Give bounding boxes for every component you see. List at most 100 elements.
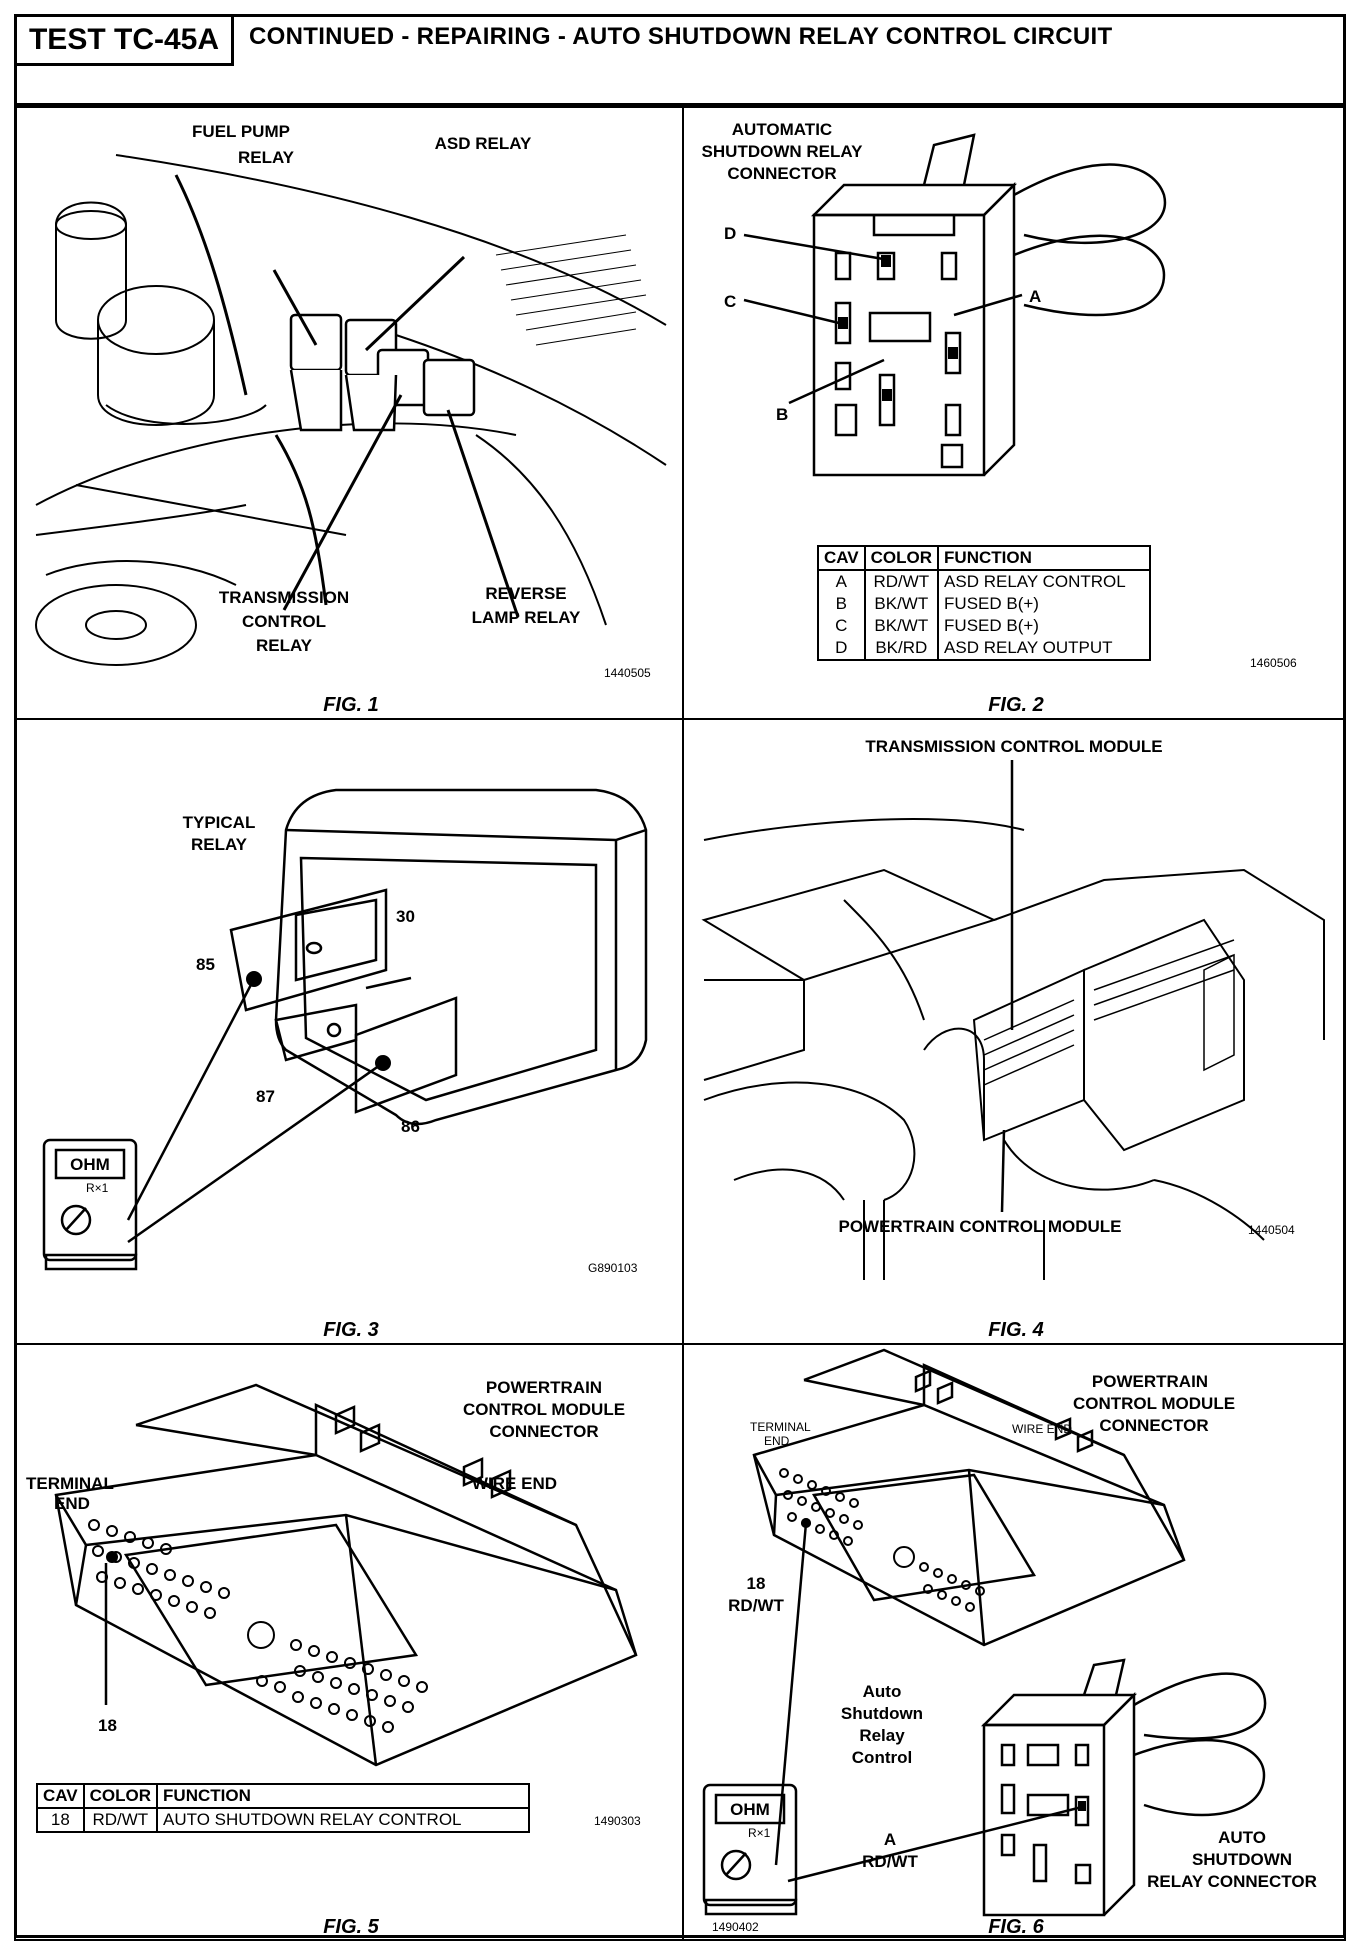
fig6-asd-control-1: Auto [863,1682,902,1701]
page-header: TEST TC-45A CONTINUED - REPAIRING - AUTO… [17,17,1343,108]
fig4-tcm-label: TRANSMISSION CONTROL MODULE [865,737,1162,756]
fig4-pcm-label: POWERTRAIN CONTROL MODULE [838,1217,1121,1236]
fig2-cell: FUSED B(+) [937,593,1152,615]
fig1-fuel-pump-label-2: RELAY [238,148,295,167]
fig6-pin-a: A [884,1830,896,1849]
fig3-title-2: RELAY [191,835,248,854]
fig2-col-color: COLOR [863,545,940,571]
table-row: D BK/RD ASD RELAY OUTPUT [817,637,1152,661]
fig2-cell: A [817,569,866,593]
fig6-asd-control-2: Shutdown [841,1704,923,1723]
fig2-col-function: FUNCTION [937,545,1152,571]
table-row: A RD/WT ASD RELAY CONTROL [817,569,1152,593]
fig2-cell: ASD RELAY CONTROL [937,569,1152,593]
fig6-panel: POWERTRAIN CONTROL MODULE CONNECTOR TERM… [682,1343,1346,1941]
fig6-asd-control-4: Control [852,1748,912,1767]
fig4-code: 1440504 [1248,1223,1295,1237]
fig1-reverse-label-2: LAMP RELAY [472,608,581,627]
fig1-transmission-label: TRANSMISSION [219,588,349,607]
fig3-pin-85: 85 [196,955,215,974]
fig2-panel: AUTOMATIC SHUTDOWN RELAY CONNECTOR D C A… [682,103,1346,720]
fig5-title-1: POWERTRAIN [486,1378,602,1397]
fig3-meter-range: R×1 [86,1181,109,1195]
fig2-cell: C [817,615,866,637]
fig5-cavity-table: CAV COLOR FUNCTION 18 RD/WT AUTO SHUTDOW… [36,1783,531,1833]
fig5-terminal-end-1: TERMINAL [26,1474,114,1493]
fig6-test-setup-illustration: POWERTRAIN CONTROL MODULE CONNECTOR TERM… [702,1348,1317,1938]
fig5-cell: AUTO SHUTDOWN RELAY CONTROL [156,1807,531,1833]
fig1-caption: FIG. 1 [323,694,379,716]
fig2-connector-illustration: AUTOMATIC SHUTDOWN RELAY CONNECTOR D C A… [702,120,1297,716]
fig3-pin-87: 87 [256,1087,275,1106]
fig6-asd-control-3: Relay [859,1726,905,1745]
fig3-pin-86: 86 [401,1117,420,1136]
fig6-terminal-end-1: TERMINAL [750,1420,811,1434]
fig5-panel: POWERTRAIN CONTROL MODULE CONNECTOR TERM… [14,1343,684,1941]
fig2-cavity-table: CAV COLOR FUNCTION A RD/WT ASD RELAY CON… [817,545,1152,661]
fig5-col-cav: CAV [36,1783,85,1809]
fig3-title-1: TYPICAL [183,813,256,832]
fig6-title-1: POWERTRAIN [1092,1372,1208,1391]
fig2-col-cav: CAV [817,545,866,571]
fig2-caption: FIG. 2 [988,694,1044,716]
fig1-code: 1440505 [604,666,651,680]
fig2-pin-b: B [776,405,788,424]
fig6-pin-a-color: RD/WT [862,1852,918,1871]
fig1-panel: FUEL PUMP RELAY ASD RELAY TRANSMISSION C… [14,103,684,720]
fig5-pin-array [88,1519,428,1733]
fig5-wire-end: WIRE END [472,1474,557,1493]
fig2-cell: BK/WT [863,593,940,615]
fig5-title-2: CONTROL MODULE [463,1400,625,1419]
fig2-pin-c: C [724,292,736,311]
fig6-terminal-end-2: END [764,1434,790,1448]
fig6-meter-label: OHM [730,1800,770,1819]
fig6-caption: FIG. 6 [988,1916,1044,1938]
fig6-code: 1490402 [712,1920,759,1934]
fig1-transmission-label-2: CONTROL [242,612,326,631]
fig5-pcm-connector-illustration: POWERTRAIN CONTROL MODULE CONNECTOR TERM… [26,1378,641,1938]
fig5-col-function: FUNCTION [156,1783,531,1809]
fig5-pin-18: 18 [98,1716,117,1735]
fig5-caption: FIG. 5 [323,1916,379,1938]
table-row: B BK/WT FUSED B(+) [817,593,1152,615]
test-id: TEST TC-45A [17,17,234,66]
fig6-pin-18: 18 [747,1574,766,1593]
fig5-col-color: COLOR [82,1783,159,1809]
fig6-conn-3: RELAY CONNECTOR [1147,1872,1317,1891]
fig3-panel: TYPICAL RELAY 30 85 87 86 OHM R×1 G89010… [14,718,684,1345]
fig5-cell: 18 [36,1807,85,1833]
fig3-pin-30: 30 [396,907,415,926]
fig3-relay-illustration: TYPICAL RELAY 30 85 87 86 OHM R×1 G89010… [42,788,648,1341]
fig3-caption: FIG. 3 [323,1319,379,1341]
service-manual-page: TEST TC-45A CONTINUED - REPAIRING - AUTO… [14,14,1346,1941]
fig1-engine-bay-illustration: FUEL PUMP RELAY ASD RELAY TRANSMISSION C… [35,122,667,716]
fig5-code: 1490303 [594,1814,641,1828]
fig6-pin-array [779,1468,985,1612]
fig1-fuel-pump-label: FUEL PUMP [192,122,290,141]
test-title: CONTINUED - REPAIRING - AUTO SHUTDOWN RE… [249,23,1113,50]
fig4-caption: FIG. 4 [988,1319,1044,1341]
fig2-cell: BK/RD [863,637,940,661]
fig2-title-2: SHUTDOWN RELAY [702,142,864,161]
fig6-conn-2: SHUTDOWN [1192,1850,1292,1869]
fig2-code: 1460506 [1250,656,1297,670]
fig4-panel: TRANSMISSION CONTROL MODULE POWERTRAIN C… [682,718,1346,1345]
table-row: 18 RD/WT AUTO SHUTDOWN RELAY CONTROL [36,1807,531,1833]
fig1-transmission-label-3: RELAY [256,636,313,655]
fig6-title-2: CONTROL MODULE [1073,1394,1235,1413]
fig2-title-1: AUTOMATIC [732,120,832,139]
fig6-pin-18-color: RD/WT [728,1596,784,1615]
fig2-cell: FUSED B(+) [937,615,1152,637]
fig3-meter-label: OHM [70,1155,110,1174]
fig2-title-3: CONNECTOR [727,164,836,183]
fig2-pin-d: D [724,224,736,243]
fig6-wire-end: WIRE END [1012,1422,1072,1436]
fig2-cell: BK/WT [863,615,940,637]
fig1-asd-relay-label: ASD RELAY [435,134,532,153]
fig4-module-location-illustration: TRANSMISSION CONTROL MODULE POWERTRAIN C… [701,737,1325,1341]
fig5-cell: RD/WT [82,1807,159,1833]
fig2-cell: ASD RELAY OUTPUT [937,637,1152,661]
fig2-cell: D [817,637,866,661]
fig2-cell: RD/WT [863,569,940,593]
table-row: C BK/WT FUSED B(+) [817,615,1152,637]
